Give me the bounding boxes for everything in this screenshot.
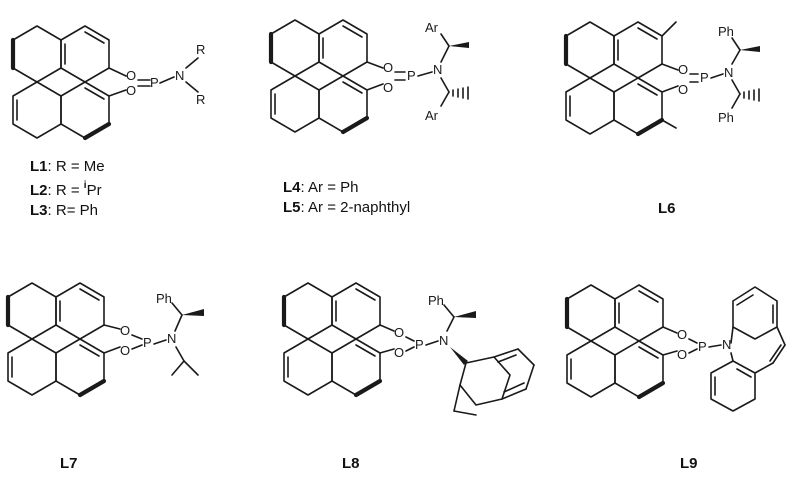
compound-label-l7: L7	[60, 455, 78, 472]
nitrogen-atom: N	[433, 62, 442, 77]
compound-l9: O O P N L9	[555, 265, 800, 478]
structure-l1: O O P N R R	[10, 25, 205, 141]
binaphthyl-core	[281, 282, 415, 398]
structure-l8: O O P N Ph	[281, 282, 535, 416]
oxygen-atom-2: O	[126, 83, 136, 98]
structure-l4: O O P N Ar Ar	[268, 19, 469, 135]
binaphthyl-core	[563, 21, 699, 137]
aryl-group-2: Ar	[425, 108, 439, 123]
phenyl-group-2: Ph	[718, 110, 734, 125]
binaphthyl-core	[564, 284, 698, 400]
oxygen-atom-2: O	[120, 343, 130, 358]
legend-line-l4: L4: Ar = Ph	[283, 179, 359, 196]
oxygen-atom-2: O	[678, 82, 688, 97]
nitrogen-atom: N	[722, 337, 731, 352]
binaphthyl-core	[10, 25, 151, 141]
phenyl-group: Ph	[156, 291, 172, 306]
aryl-group-1: Ar	[425, 20, 439, 35]
legend-line-l3: L3: R= Ph	[30, 202, 98, 219]
phosphorus-atom: P	[415, 337, 424, 352]
compound-label-l8: L8	[342, 455, 360, 472]
phenyl-group: Ph	[428, 293, 444, 308]
compound-label-l9: L9	[680, 455, 698, 472]
legend-line-l2: L2: R = iPr	[30, 180, 102, 199]
legend-l1-l3: L1: R = Me L2: R = iPr L3: R= Ph	[30, 157, 105, 221]
oxygen-atom-1: O	[120, 323, 130, 338]
compound-l6: O O P N Ph Ph L6	[560, 0, 800, 250]
structure-l7: O O P N Ph	[5, 282, 204, 398]
substituent-r-2: R	[196, 92, 205, 107]
compound-l4: O O P N Ar Ar L4: Ar = Ph L5: Ar = 2-nap…	[265, 0, 540, 250]
phosphorus-atom: P	[700, 70, 709, 85]
legend-l4-l5: L4: Ar = Ph L5: Ar = 2-naphthyl	[283, 178, 410, 218]
oxygen-atom-2: O	[394, 345, 404, 360]
phosphorus-atom: P	[698, 339, 707, 354]
structure-l9: O O P N	[564, 284, 786, 412]
compound-label-l6: L6	[658, 200, 676, 217]
legend-line-l1: L1: R = Me	[30, 158, 105, 175]
oxygen-atom-1: O	[126, 68, 136, 83]
indanyl-group	[450, 347, 535, 416]
phosphorus-atom: P	[407, 68, 416, 83]
dibenzazepine-group	[710, 286, 786, 412]
binaphthyl-core	[5, 282, 143, 398]
oxygen-atom-1: O	[383, 60, 393, 75]
oxygen-atom-2: O	[383, 80, 393, 95]
binaphthyl-core	[268, 19, 406, 135]
oxygen-atom-1: O	[678, 62, 688, 77]
legend-line-l5: L5: Ar = 2-naphthyl	[283, 199, 411, 216]
compound-l7: O O P N Ph L7	[0, 265, 270, 478]
structure-l6: O O P N Ph Ph	[563, 21, 760, 137]
nitrogen-atom: N	[175, 68, 184, 83]
compound-l8: O O P N Ph L8	[272, 265, 552, 478]
oxygen-atom-1: O	[677, 327, 687, 342]
nitrogen-atom: N	[439, 333, 448, 348]
oxygen-atom-1: O	[394, 325, 404, 340]
substituent-r-1: R	[196, 42, 205, 57]
phosphorus-atom: P	[150, 75, 159, 90]
nitrogen-atom: N	[167, 331, 176, 346]
phosphorus-atom: P	[143, 335, 152, 350]
phenyl-group-1: Ph	[718, 24, 734, 39]
compound-l1: O O P N R R L1: R = Me L2: R = iPr L3: R…	[0, 0, 260, 250]
oxygen-atom-2: O	[677, 347, 687, 362]
nitrogen-atom: N	[724, 65, 733, 80]
